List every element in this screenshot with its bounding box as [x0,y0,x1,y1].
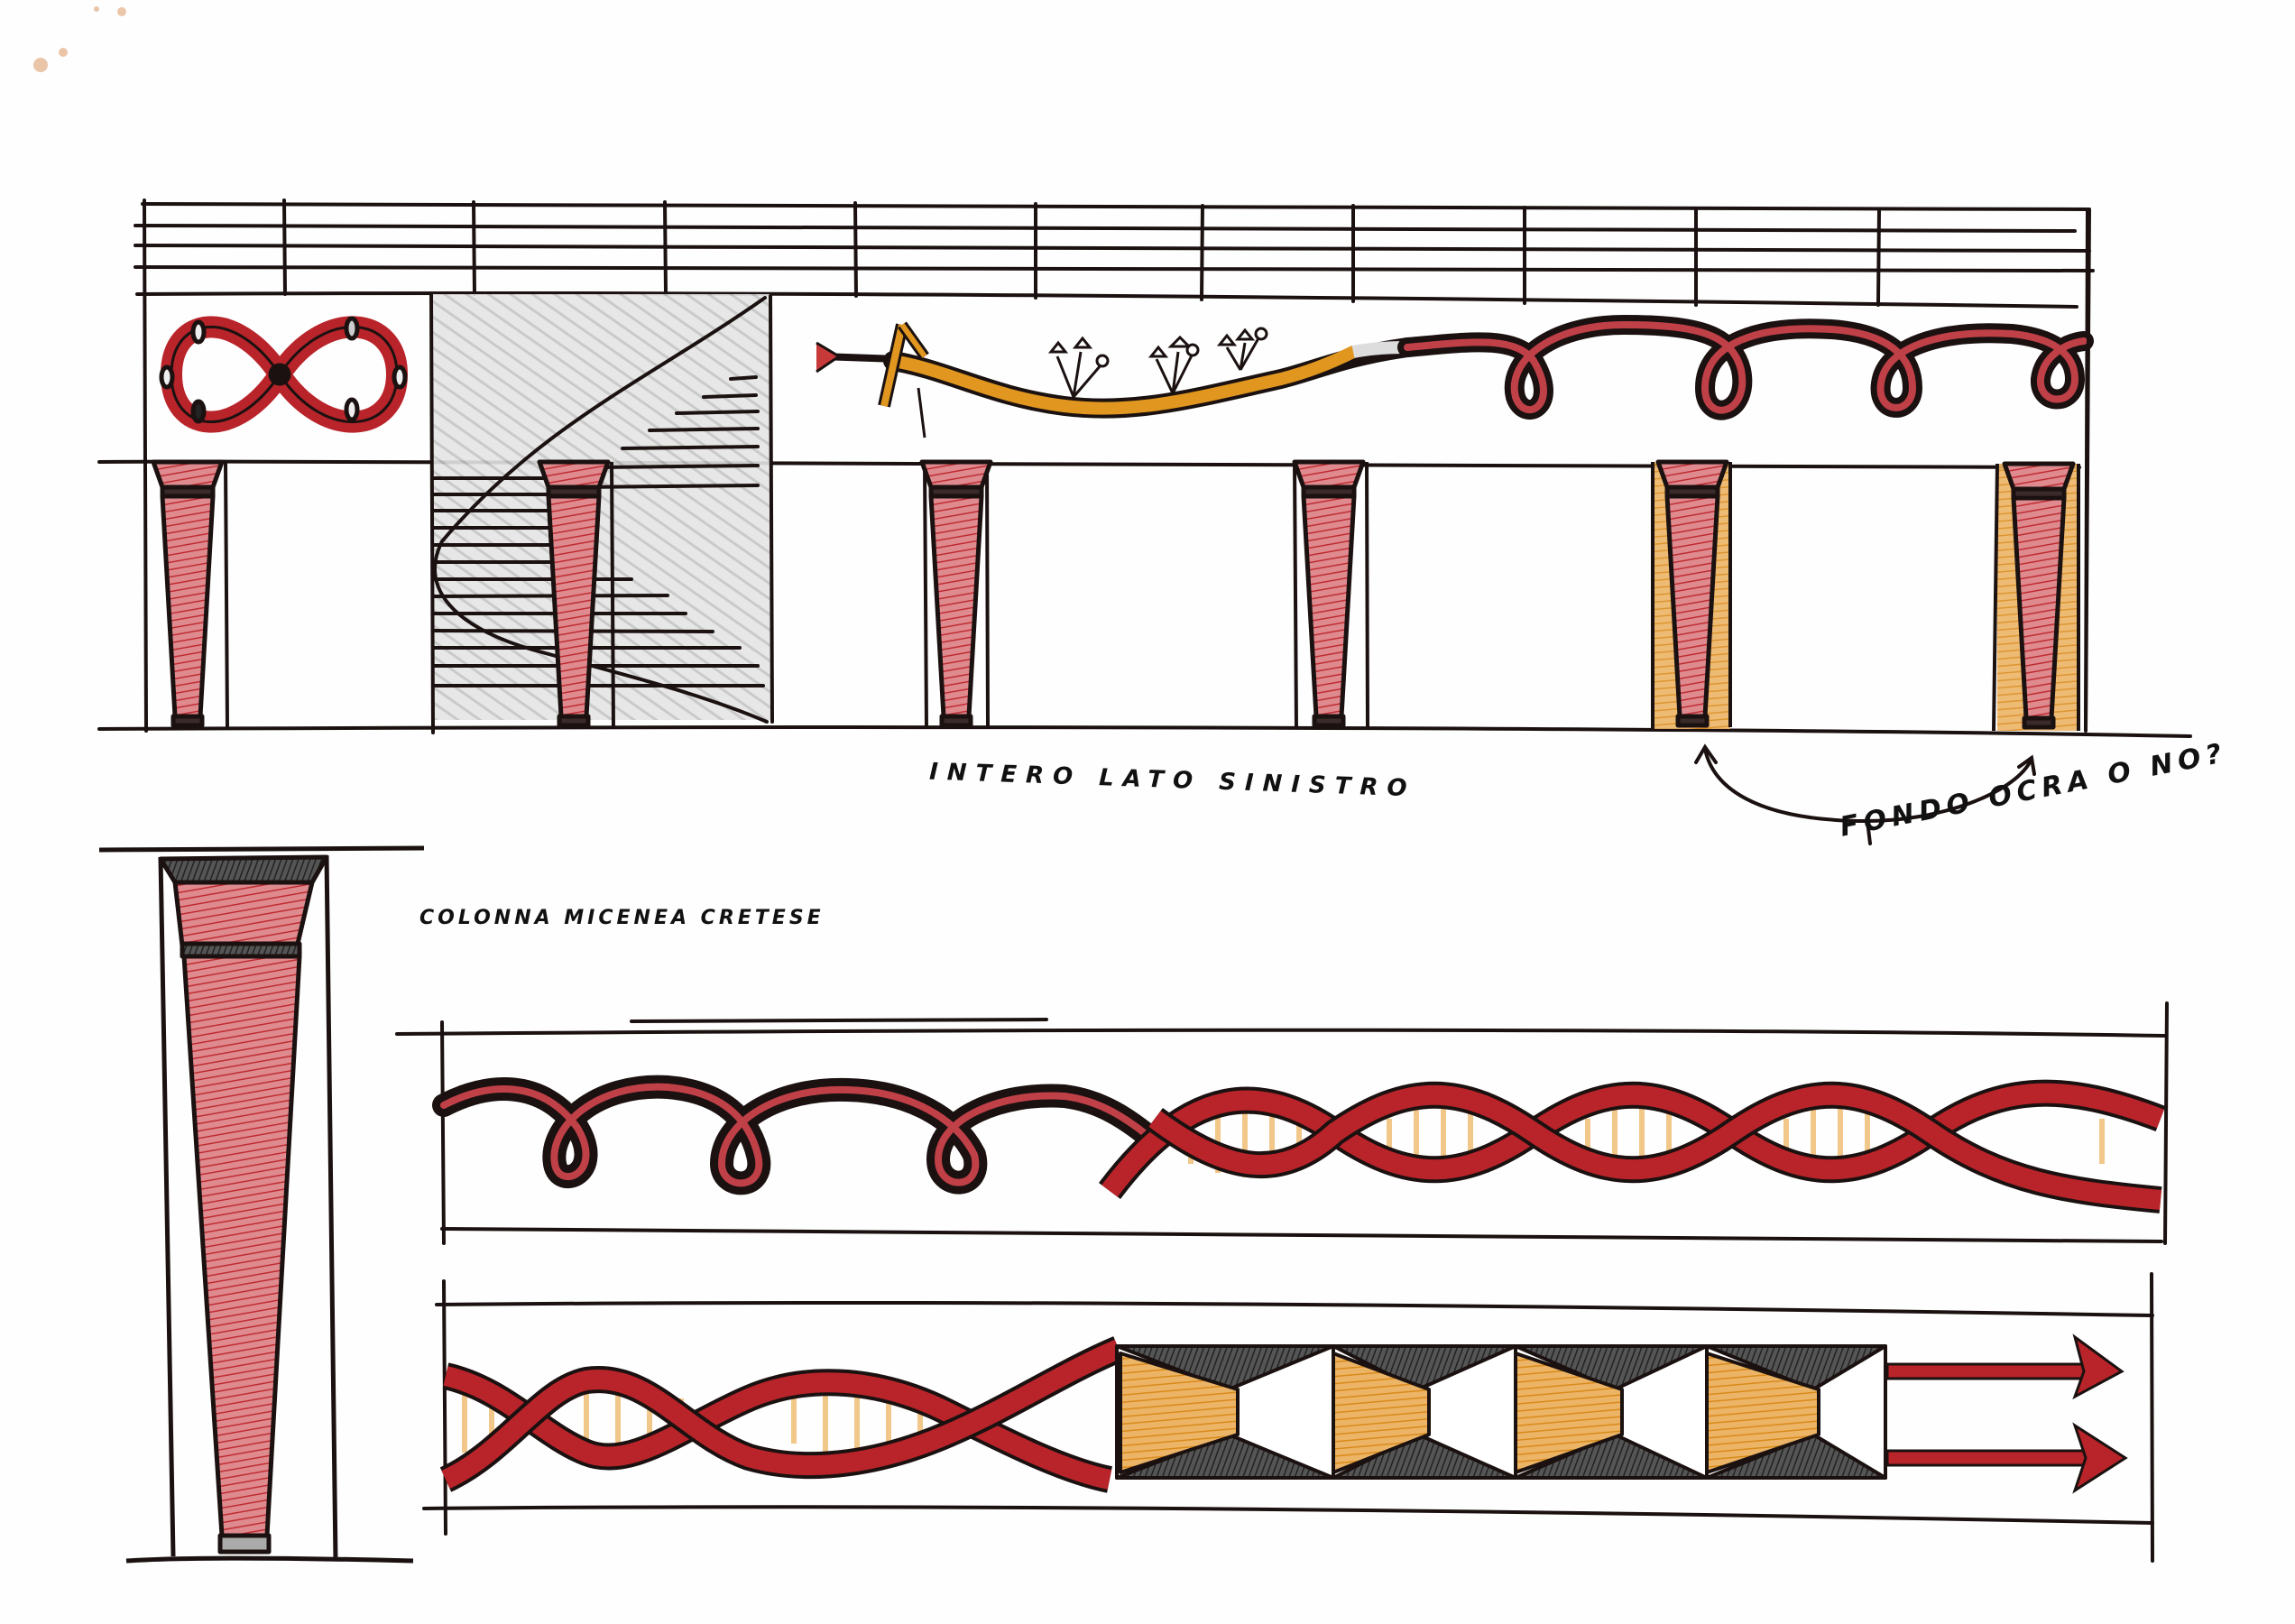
frieze-2 [422,1272,2154,1563]
frieze-1 [395,1001,2169,1245]
column-4 [1295,462,1363,725]
double-arrow [1885,1333,2128,1494]
triangle-band [1115,1344,1887,1480]
column-caption: COLONNA MICENEA CRETESE [419,907,825,929]
loop-coil-top [1397,314,2094,420]
branch-motif [816,321,1417,438]
paper-stains [33,6,126,72]
staircase-panel [429,292,774,734]
large-column-detail [98,845,425,1564]
column-3 [922,462,991,725]
infinity-motif [159,316,409,433]
dna-helix-2 [439,1336,1124,1493]
column-1 [153,462,222,725]
colonnade [153,208,2091,732]
dna-helix-1 [1099,1079,2166,1213]
ochre-question-arrow [1694,743,2036,845]
